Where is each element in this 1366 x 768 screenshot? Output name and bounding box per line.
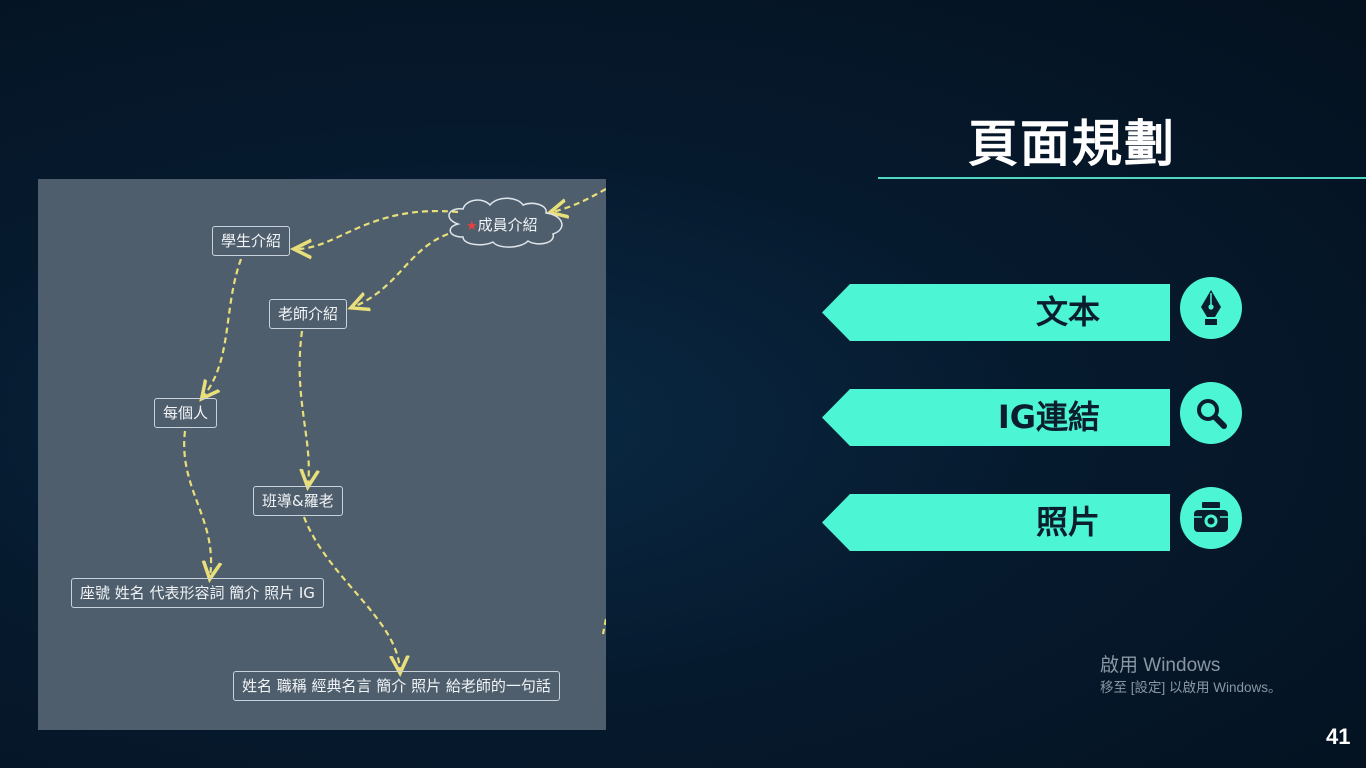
node-student-fields[interactable]: 座號 姓名 代表形容詞 簡介 照片 IG (71, 578, 324, 608)
node-each-person[interactable]: 每個人 (154, 398, 218, 428)
pen-nib-icon (1180, 277, 1242, 339)
banner-shape (822, 284, 1170, 341)
feature-ig-banner: IG連結 (822, 389, 1170, 446)
page-number: 41 (1326, 724, 1351, 749)
node-class-teacher[interactable]: 班導&羅老 (253, 486, 343, 516)
feature-text-banner: 文本 (822, 284, 1170, 341)
camera-icon (1180, 487, 1242, 549)
banner-shape (822, 389, 1170, 446)
slide-title: 頁面規劃 (968, 115, 1176, 173)
feature-ig-label: IG連結 (997, 398, 1100, 436)
mindmap-panel: ★成員介紹 學生介紹 老師介紹 每個人 班導&羅老 座號 姓名 代表形容詞 簡介… (38, 179, 606, 730)
title-underline (878, 177, 1366, 179)
banner-shape (822, 494, 1170, 551)
mindmap-connectors (183, 188, 606, 730)
feature-text-label: 文本 (1035, 293, 1100, 331)
node-students[interactable]: 學生介紹 (212, 226, 291, 256)
root-node-label: 成員介紹 (477, 216, 538, 234)
root-node[interactable]: ★成員介紹 (466, 214, 538, 235)
cloud-shape (448, 197, 563, 248)
magnifier-icon (1180, 382, 1242, 444)
windows-activation-title: 啟用 Windows (1100, 655, 1221, 676)
feature-photo-label: 照片 (1035, 503, 1100, 541)
star-icon: ★ (466, 219, 478, 234)
node-teachers[interactable]: 老師介紹 (269, 299, 348, 329)
node-teacher-fields[interactable]: 姓名 職稱 經典名言 簡介 照片 給老師的一句話 (233, 671, 560, 701)
windows-activation-subtitle: 移至 [設定] 以啟用 Windows。 (1100, 680, 1282, 695)
feature-photo-banner: 照片 (822, 494, 1170, 551)
